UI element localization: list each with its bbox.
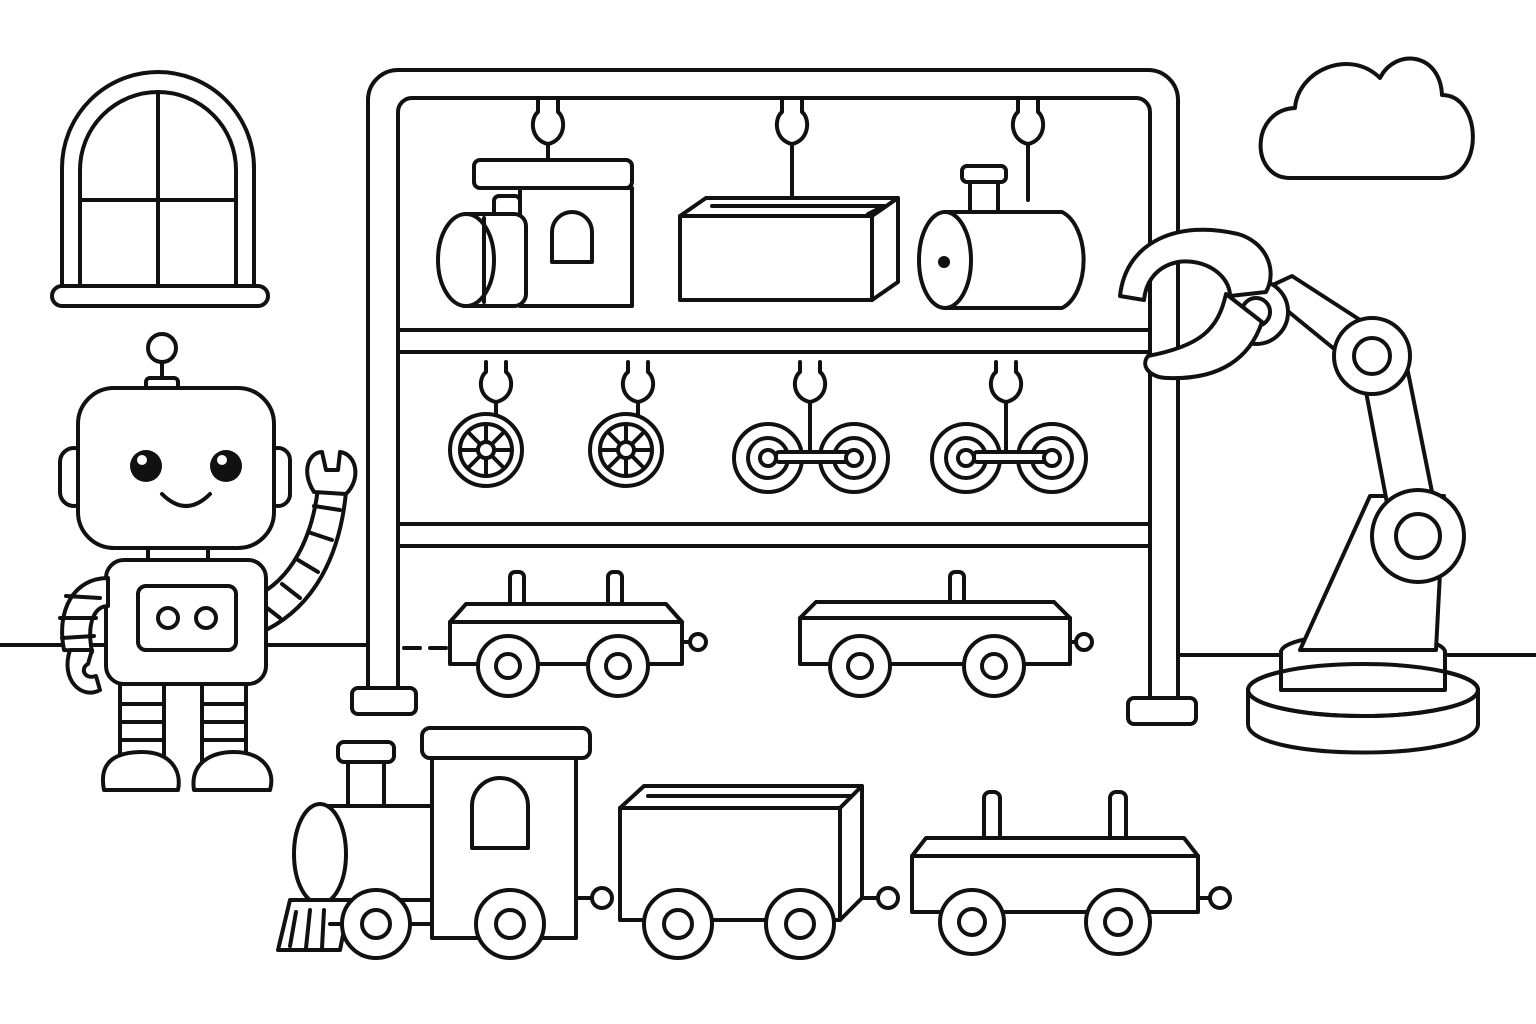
arched-window-icon [50,70,270,308]
robotic-arm-icon [1118,227,1480,755]
box-wagon-part [678,196,900,302]
hook-row-top [530,98,1046,202]
spoked-wheel-2 [588,360,664,488]
toy-train-icon [276,726,1232,960]
flat-car-part-1 [448,570,708,698]
wheel-axle-set-1 [732,360,890,494]
cloud-icon [1258,56,1475,180]
spoked-wheel-1 [448,360,524,488]
wheel-axle-set-2 [930,360,1088,494]
locomotive-cab-part [436,158,634,308]
flat-car [910,790,1232,956]
box-wagon [618,784,900,960]
parts-rack-icon [350,68,1198,726]
boiler-part [917,164,1086,310]
locomotive [276,726,614,960]
flat-car-part-2 [798,570,1094,698]
robot-icon [58,332,358,792]
